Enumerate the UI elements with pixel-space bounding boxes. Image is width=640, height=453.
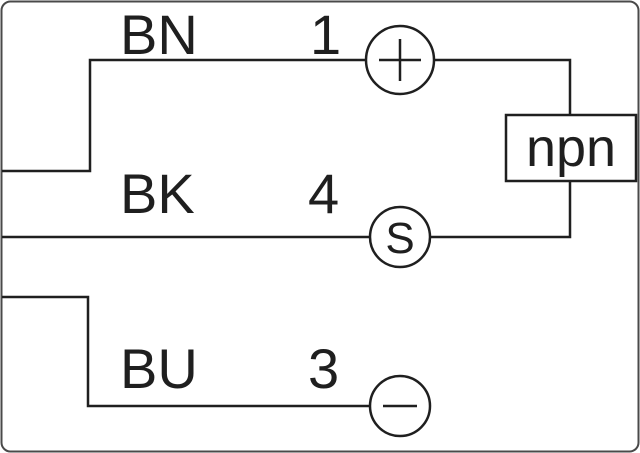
pin-number-4: 4 [308, 162, 339, 225]
npn-box [504, 113, 638, 183]
npn-label: npn [526, 118, 616, 178]
bn-wire [2, 58, 366, 173]
bk-wire-to-npn [430, 181, 572, 239]
bu-wire [2, 295, 370, 408]
pin-number-3: 3 [308, 337, 339, 400]
bn-wire-to-npn [434, 58, 572, 115]
wire-label-bk: BK [120, 162, 195, 225]
wire-label-bn: BN [120, 3, 198, 66]
signal-terminal-circle [368, 205, 432, 269]
wire-label-bu: BU [120, 337, 198, 400]
pin-number-1: 1 [310, 3, 341, 66]
signal-terminal-label: S [385, 214, 414, 263]
plus-icon [379, 39, 421, 81]
